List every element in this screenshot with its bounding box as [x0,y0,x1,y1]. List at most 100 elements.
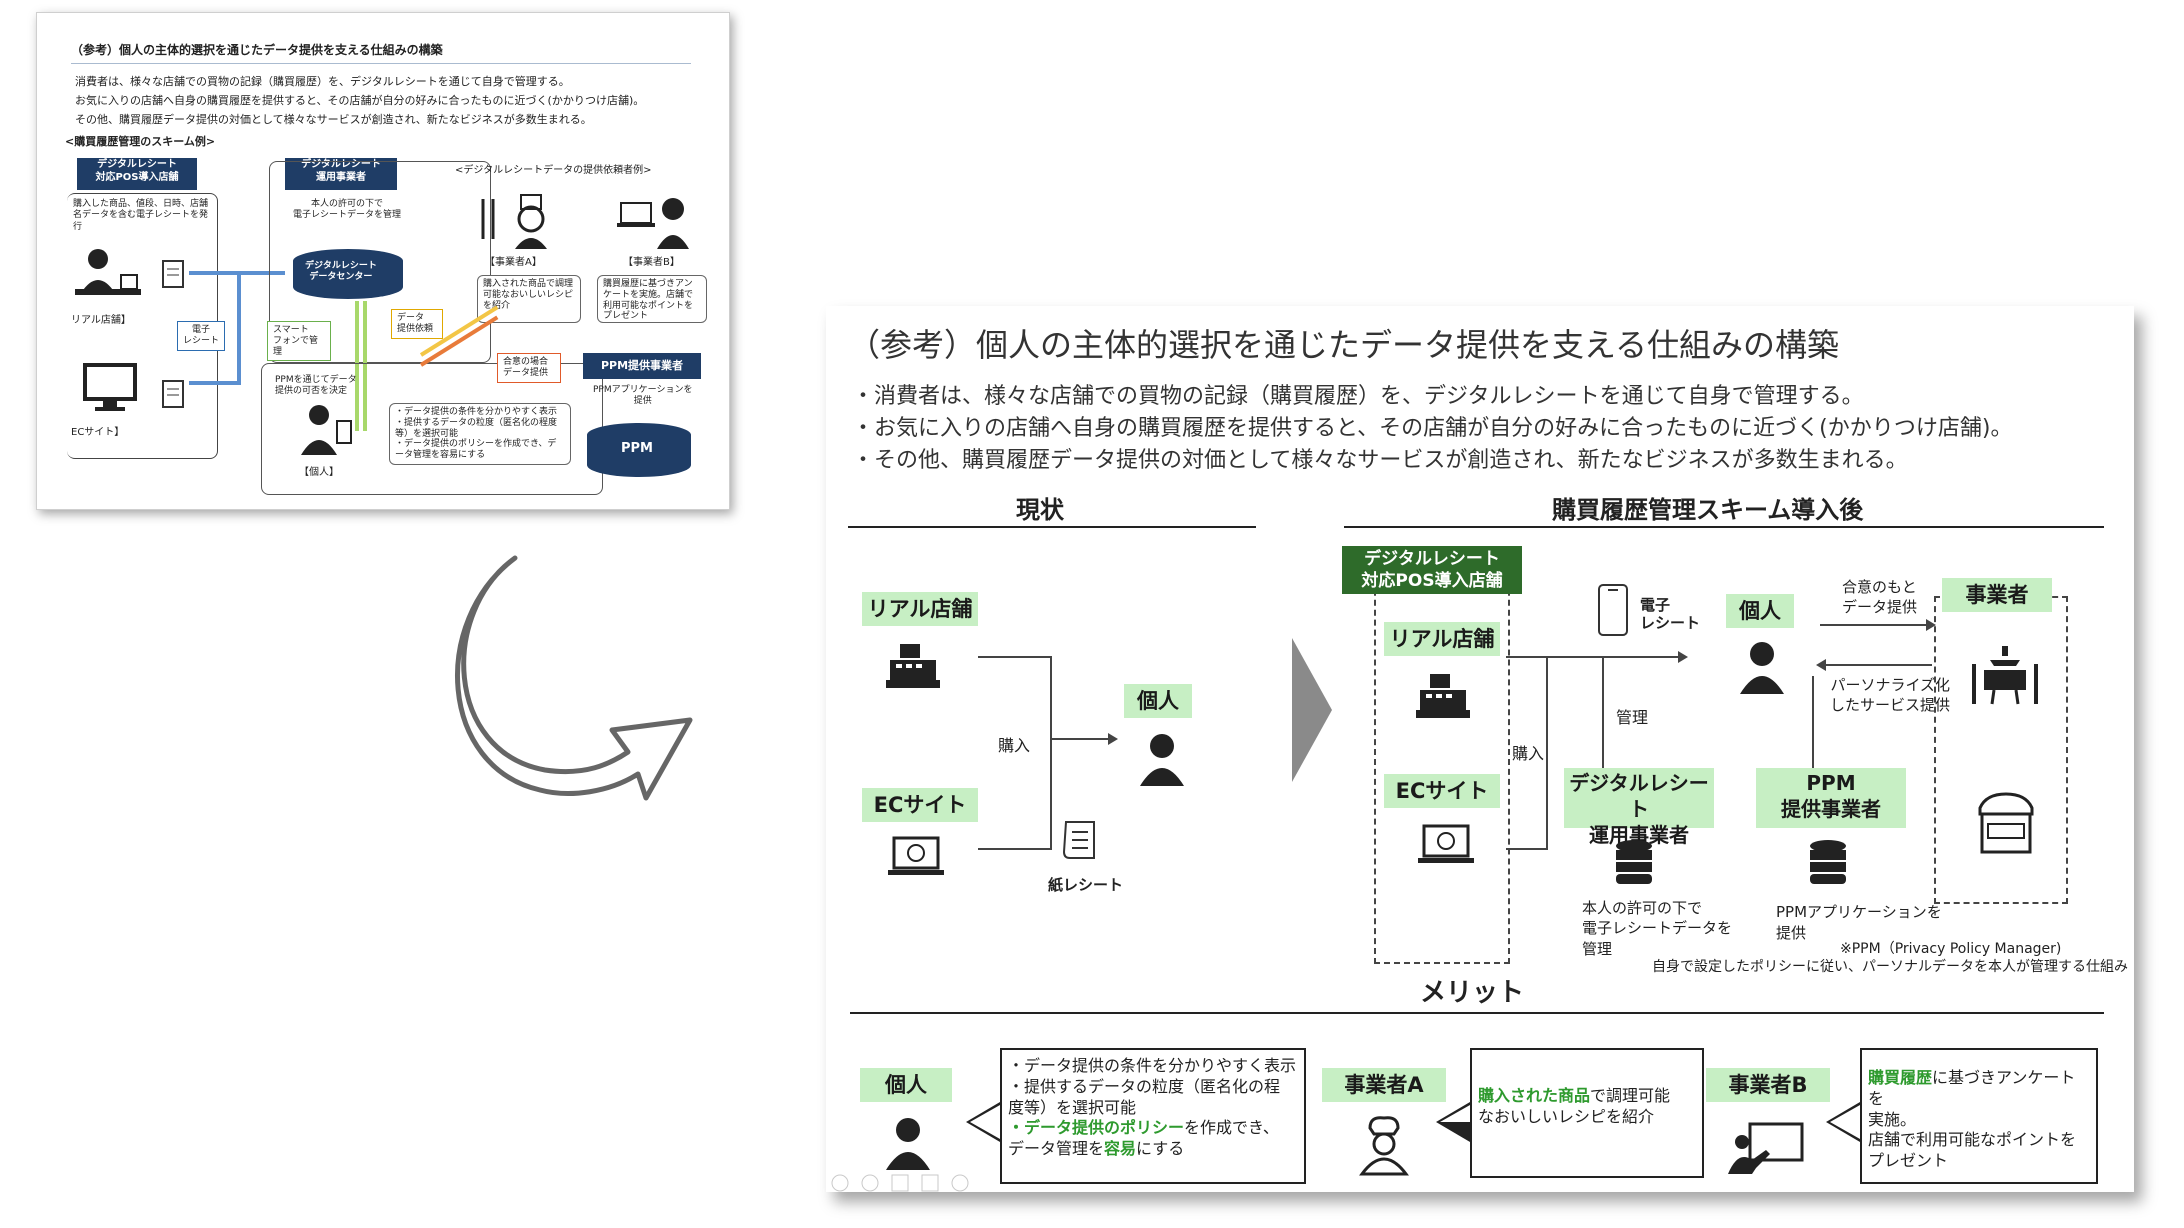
flow-line-top [1506,656,1682,658]
merit-history-highlight: 購買履歴 [1868,1068,1933,1087]
current-arrow-head [1108,733,1118,745]
merit-individual-line-3: 度等）を選択可能 [1008,1097,1137,1117]
slide-title: （参考）個人の主体的選択を通じたデータ提供を支える仕組みの構築 [848,326,1840,364]
merit-rule [850,1012,2104,1014]
pos-store-frame [1374,550,1510,964]
person-icon [1140,734,1184,786]
monitor-icon [83,363,137,411]
thumb-title: （参考）個人の主体的選択を通じたデータ提供を支える仕組みの構築 [71,43,443,57]
service-arrow-line [1824,664,1932,666]
merit-company-a-label: 事業者A [1322,1068,1446,1102]
chef-icon [481,194,547,249]
thumb-ppm-app: PPMアプリケーションを 提供 [593,385,693,407]
thumb-company-a: 【事業者A】 [485,257,542,268]
after-real-store: リアル店舗 [1384,622,1500,656]
merit-company-a-pointer-fill [1440,1105,1470,1122]
merit-individual-line-5-a: データ管理を [1008,1139,1105,1159]
smartphone-icon [1598,584,1628,636]
thumb-ppm-cylinder [587,423,691,477]
thumb-arrow-vert [237,275,241,385]
after-pos-store: デジタルレシート 対応POS導入店舗 [1342,546,1522,594]
after-ppm-desc: PPMアプリケーションを 提供 [1776,903,1942,942]
merit-company-b-text-3: 店舗で利用可能なポイントを [1868,1130,2077,1150]
thumb-ppm-desc: PPMを通じてデータ提供の可否を決定 [275,375,357,397]
current-line-bottom [978,848,1052,850]
person-icon-after [1740,642,1784,694]
register-icon [886,644,940,688]
slide-bullet-1: ・消費者は、様々な店舗での買物の記録（購買履歴）を、デジタルレシートを通じて自身… [852,384,1864,409]
thumb-arrow-line-2 [189,381,239,385]
merit-product-highlight: 購入された商品 [1478,1086,1591,1105]
after-ec-site: ECサイト [1384,774,1500,808]
laptop-icon-after [1418,824,1474,863]
receipt-print-icon [162,260,184,288]
current-heading: 現状 [1016,496,1064,524]
slide-bullet-2: ・お気に入りの店舗へ自身の購買履歴を提供すると、その店舗が自分の好みに合ったもの… [852,416,2013,441]
presentation-toolbar[interactable] [830,1172,1030,1192]
thumb-company-b-desc: 購買履歴に基づきアンケートを実施。店舗で利用可能なポイントをプレゼント [597,275,707,323]
thumb-pos-store: デジタルレシート 対応POS導入店舗 [77,158,197,190]
after-personalized: パーソナライズ化 したサービス提供 [1830,676,1951,714]
current-line-vert [1050,656,1052,850]
current-ec-site: ECサイト [862,788,978,822]
thumb-green-line [355,301,359,431]
merit-company-b-text-1: に基づきアンケートを [1868,1068,2076,1108]
merit-individual-pointer-fill [970,1105,1000,1139]
thumb-real-store: リアル店舗】 [71,315,131,326]
thumb-operator-frame [269,161,491,363]
laptop-icon [888,836,944,875]
merit-company-b-text-2: 実施。 [1868,1109,1917,1129]
thumb-operator: デジタルレシート 運用事業者 [285,158,397,190]
current-real-store: リアル店舗 [862,592,978,626]
after-heading-rule [1344,526,2104,528]
thumb-company-a-desc: 購入された商品で調理可能なおいしいレシピを紹介 [477,275,581,323]
thumb-pos-desc: 購入した商品、値段、日時、店舗名データを含む電子レシートを発行 [73,199,209,232]
register-icon-after [1416,674,1470,718]
after-ppm-operator: PPM 提供事業者 [1756,768,1906,828]
flow-line-vert [1546,656,1548,850]
service-arrow-head [1816,659,1826,671]
cashier-icon [75,249,141,295]
paper-receipt-icon [1062,821,1095,859]
consent-arrow-line [1820,624,1928,626]
analyst-icon [617,198,689,249]
thumb-smartphone: スマート フォンで管理 [267,321,331,362]
ppm-note-2: 自身で設定したポリシーに従い、パーソナルデータを本人が管理する仕組み [1652,959,2128,975]
merit-individual-line-5-c: にする [1136,1139,1185,1159]
thumb-data-request: データ 提供依頼 [391,309,443,339]
thumb-datacenter: デジタルレシート データセンター [305,261,377,283]
main-slide[interactable]: （参考）個人の主体的選択を通じたデータ提供を支える仕組みの構築 ・消費者は、様々… [826,306,2134,1192]
thumb-request-example: <デジタルレシートデータの提供依頼者例> [455,165,652,176]
after-operator: デジタルレシート 運用事業者 [1564,768,1714,847]
person-icon-merit [886,1118,930,1170]
consent-arrow-head [1926,619,1936,631]
after-heading: 購買履歴管理スキーム導入後 [1552,496,1864,524]
curved-arrow-icon [455,555,693,801]
merit-company-a-text-2: なおいしいレシピを紹介 [1478,1106,1655,1126]
thumb-company-b: 【事業者B】 [623,257,680,268]
merit-company-b-pointer-fill [1830,1105,1860,1139]
manage-line [1602,656,1604,776]
receipt-print-icon-2 [162,380,184,408]
thumb-ppm: PPM [621,441,653,456]
merit-heading: メリット [1420,978,1525,1008]
current-heading-rule [848,526,1256,528]
merit-policy-highlight: ・データ提供のポリシー [1008,1118,1185,1138]
after-e-receipt: 電子 レシート [1640,596,1701,632]
after-manage: 管理 [1616,708,1649,727]
thumb-bullet-3: その他、購買履歴データ提供の対価として様々なサービスが創造され、新たなビジネスが… [75,113,592,126]
flow-line-bottom [1506,848,1546,850]
merit-individual-bubble: ・データ提供の条件を分かりやすく表示 ・提供するデータの粒度（匿名化の程 度等）… [1000,1048,1306,1184]
ppm-line [1812,676,1814,776]
database-icon-2 [1810,840,1846,884]
merit-company-a-bubble: 購入された商品で調理可能 なおいしいレシピを紹介 [1470,1048,1704,1178]
thumbnail-slide[interactable]: （参考）個人の主体的選択を通じたデータ提供を支える仕組みの構築 消費者は、様々な… [36,12,730,510]
shop-icon [1978,792,2034,854]
thumb-individual: 【個人】 [299,467,339,478]
merit-company-b-bubble: 購買履歴に基づきアンケートを 実施。 店舗で利用可能なポイントを プレゼント [1860,1048,2098,1184]
merit-individual-line-4: ・データ提供のポリシーを作成でき、 [1008,1118,1298,1139]
thumb-individual-desc: ・データ提供の条件を分かりやすく表示 ・提供するデータの粒度（匿名化の程度等）を… [389,403,571,465]
presentation-icon [1728,1122,1804,1174]
thumb-ec-site: ECサイト】 [71,427,125,438]
current-paper-receipt: 紙レシート [1048,876,1124,894]
